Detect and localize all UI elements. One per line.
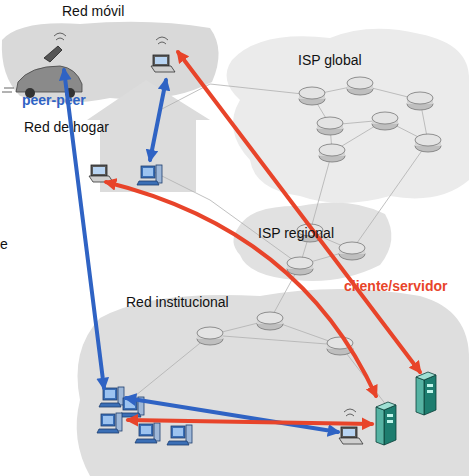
region-label: ISP global [298, 52, 362, 68]
region-label: Red institucional [126, 294, 229, 310]
region-label: ISP regional [258, 225, 334, 241]
cut-text: e [0, 236, 8, 252]
legend-client-server: cliente/servidor [344, 278, 448, 294]
network-region: Red institucional [126, 294, 229, 310]
network-region: ISP regional [258, 225, 334, 241]
region-label: Red de hogar [24, 119, 109, 135]
region-label: Red móvil [62, 3, 124, 19]
network-region: Red móvil [62, 3, 124, 19]
network-region: Red de hogar [24, 119, 109, 135]
network-region: ISP global [298, 52, 362, 68]
legend-peer: peer-peer [22, 92, 86, 108]
